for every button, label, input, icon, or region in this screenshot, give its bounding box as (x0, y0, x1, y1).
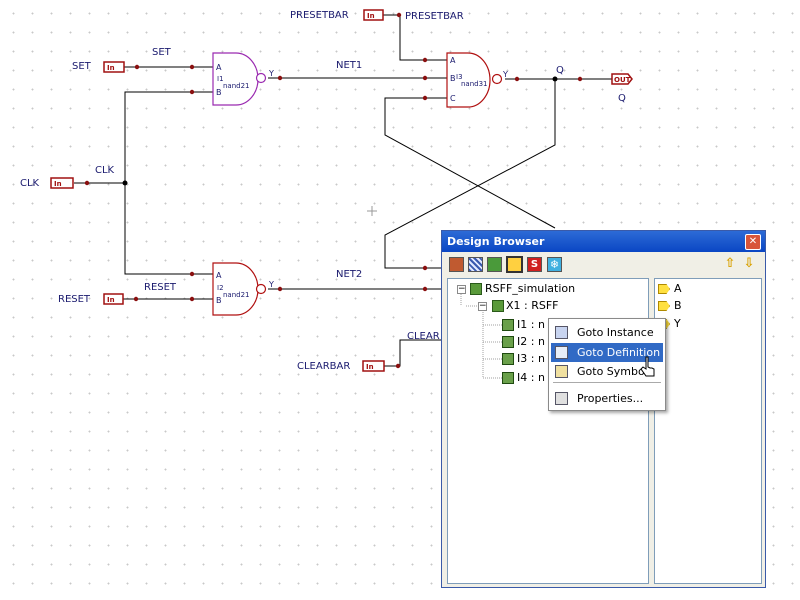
port-label-q: Q (618, 93, 626, 104)
menu-item-label: Goto Instance (577, 326, 654, 339)
gate-i3-instance: I3 (456, 73, 463, 81)
menu-item-label: Goto Symbol (577, 365, 648, 378)
goto-instance-icon (555, 326, 568, 339)
instance-icon (502, 372, 514, 384)
net-label-set: SET (152, 47, 172, 58)
net-label-net1: NET1 (336, 60, 362, 71)
net-label-presetbar: PRESETBAR (405, 11, 464, 22)
port-icon (658, 301, 670, 311)
tree-item-label: X1 : RSFF (506, 299, 559, 312)
crosshair-icon (367, 206, 377, 216)
gate-i3-pin-c: C (450, 94, 456, 103)
gate-i1[interactable]: A B Y I1 nand21 (212, 52, 274, 106)
hierarchy-icon[interactable] (449, 257, 464, 272)
svg-text:In: In (367, 12, 375, 20)
gate-i1-pin-a: A (216, 63, 222, 72)
snowflake-icon[interactable]: ❄ (547, 257, 562, 272)
port-clk[interactable]: In (50, 177, 74, 189)
module-icon (492, 300, 504, 312)
collapse-icon[interactable]: − (457, 284, 466, 294)
port-item-label: A (674, 282, 682, 295)
net-label-reset: RESET (144, 282, 177, 293)
design-browser-title: Design Browser (447, 235, 545, 248)
port-icon (658, 284, 670, 294)
instance-icon (502, 353, 514, 365)
net-label-clk: CLK (95, 165, 115, 176)
gate-i2-pin-y: Y (268, 280, 274, 289)
design-browser-toolbar: S ❄ ⇧ ⇩ (442, 252, 765, 276)
gate-i2-instance: I2 (217, 284, 224, 292)
port-set[interactable]: In (103, 61, 125, 73)
goto-definition-icon (555, 346, 568, 359)
port-reset[interactable]: In (103, 293, 124, 305)
svg-text:In: In (107, 296, 115, 304)
arrow-up-icon[interactable]: ⇧ (724, 256, 736, 271)
tree-item-label: RSFF_simulation (485, 282, 576, 295)
tree-item-label: I2 : n (517, 335, 545, 348)
port-label-clearbar: CLEARBAR (297, 361, 350, 372)
menu-item-goto-symbol[interactable]: Goto Symbol (551, 362, 663, 381)
design-browser-titlebar[interactable]: Design Browser ✕ (442, 231, 765, 252)
gate-i2-pin-b: B (216, 296, 222, 305)
mouse-cursor-icon (640, 356, 655, 377)
gate-i3-pin-y: Y (502, 70, 508, 79)
gate-i3[interactable]: A B C Y I3 nand31 (446, 52, 508, 108)
svg-text:In: In (54, 180, 62, 188)
port-item-label: Y (674, 317, 681, 330)
tree-item-label: I1 : n (517, 318, 545, 331)
menu-item-properties[interactable]: Properties... (551, 389, 663, 408)
net-label-net2: NET2 (336, 269, 362, 280)
menu-separator (553, 382, 661, 383)
gate-i3-pin-a: A (450, 56, 456, 65)
menu-item-goto-definition[interactable]: Goto Definition (551, 343, 663, 362)
port-list[interactable]: A B Y (654, 278, 762, 584)
svg-text:In: In (107, 64, 115, 72)
gate-i3-pin-b: B (450, 74, 456, 83)
properties-icon (555, 392, 568, 405)
menu-item-label: Properties... (577, 392, 644, 405)
grid-icon[interactable] (468, 257, 483, 272)
port-label-reset: RESET (58, 294, 91, 305)
port-item-label: B (674, 299, 682, 312)
close-icon[interactable]: ✕ (745, 234, 761, 250)
gate-i1-pin-y: Y (268, 69, 274, 78)
port-q[interactable]: OUT (611, 73, 633, 85)
junctions (84, 12, 583, 369)
design-icon (470, 283, 482, 295)
arrow-down-icon[interactable]: ⇩ (743, 256, 755, 271)
view-icon[interactable] (506, 256, 523, 273)
instance-icon (502, 336, 514, 348)
wires (74, 14, 612, 367)
net-label-q: Q (556, 65, 564, 76)
tree-lines (460, 292, 502, 379)
svg-text:OUT: OUT (614, 76, 631, 84)
gate-i3-cell: nand31 (461, 80, 488, 88)
port-presetbar[interactable]: In (363, 9, 384, 21)
port-label-set: SET (72, 61, 92, 72)
svg-text:In: In (366, 363, 374, 371)
gate-i2-pin-a: A (216, 271, 222, 280)
port-label-clk: CLK (20, 178, 40, 189)
instance-icon (502, 319, 514, 331)
stop-icon[interactable]: S (527, 257, 542, 272)
goto-symbol-icon (555, 365, 568, 378)
gate-i2-cell: nand21 (223, 291, 250, 299)
menu-item-label: Goto Definition (577, 346, 661, 359)
tree-item-label: I3 : n (517, 352, 545, 365)
net-label-clear: CLEAR (407, 331, 440, 342)
tree-item-label: I4 : n (517, 371, 545, 384)
menu-item-goto-instance[interactable]: Goto Instance (551, 323, 663, 342)
context-menu: Goto Instance Goto Definition Goto Symbo… (548, 318, 666, 411)
collapse-icon[interactable]: − (478, 301, 487, 311)
gate-i1-pin-b: B (216, 88, 222, 97)
port-clearbar[interactable]: In (362, 360, 385, 372)
gate-i1-instance: I1 (217, 75, 224, 83)
tree-icon[interactable] (487, 257, 502, 272)
port-label-presetbar: PRESETBAR (290, 10, 349, 21)
gate-i2[interactable]: A B Y I2 nand21 (212, 262, 274, 316)
gate-i1-cell: nand21 (223, 82, 250, 90)
